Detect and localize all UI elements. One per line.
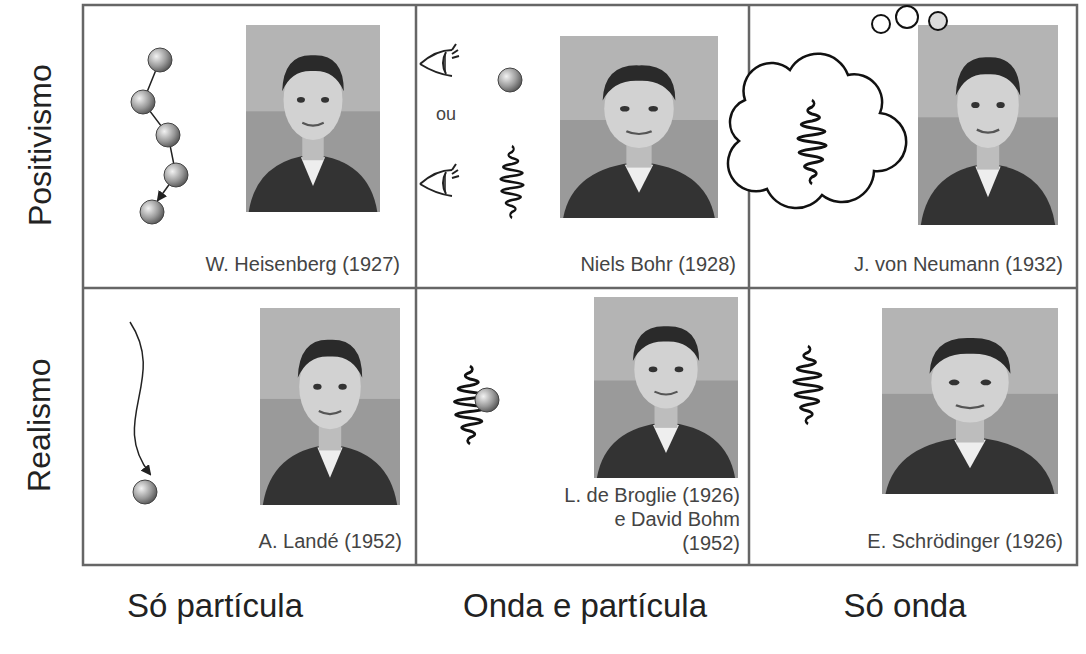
row-label: Positivismo: [21, 64, 59, 226]
name-caption: Niels Bohr (1928): [580, 252, 736, 276]
name-caption: A. Landé (1952): [259, 529, 402, 553]
grid-cell: ouNiels Bohr (1928): [416, 5, 749, 288]
column-label: Onda e partícula: [463, 586, 707, 626]
pilot-wave: [454, 366, 499, 444]
grid-cell: W. Heisenberg (1927): [83, 5, 416, 288]
column-label: Só onda: [844, 586, 967, 626]
connector-word: ou: [436, 102, 456, 126]
particle: [498, 68, 522, 92]
thought-cloud: [728, 6, 947, 208]
grid-cell: J. von Neumann (1932): [749, 5, 1077, 288]
name-caption: W. Heisenberg (1927): [205, 252, 400, 276]
row-label: Realismo: [21, 358, 59, 491]
grid-cell: E. Schrödinger (1926): [749, 288, 1077, 565]
grid-cell: L. de Broglie (1926) e David Bohm (1952): [416, 288, 749, 565]
name-caption: E. Schrödinger (1926): [867, 529, 1063, 553]
particle-path: [130, 322, 157, 504]
wave-only: [794, 346, 823, 424]
name-caption: J. von Neumann (1932): [854, 252, 1063, 276]
column-label: Só partícula: [127, 586, 303, 626]
wave-packet: [500, 146, 523, 218]
name-caption: L. de Broglie (1926) e David Bohm (1952): [552, 483, 740, 555]
grid-frame: [83, 5, 1077, 565]
observer-eyes: [420, 44, 459, 196]
grid-cell: A. Landé (1952): [83, 288, 416, 565]
particle-trajectory: [131, 48, 188, 224]
